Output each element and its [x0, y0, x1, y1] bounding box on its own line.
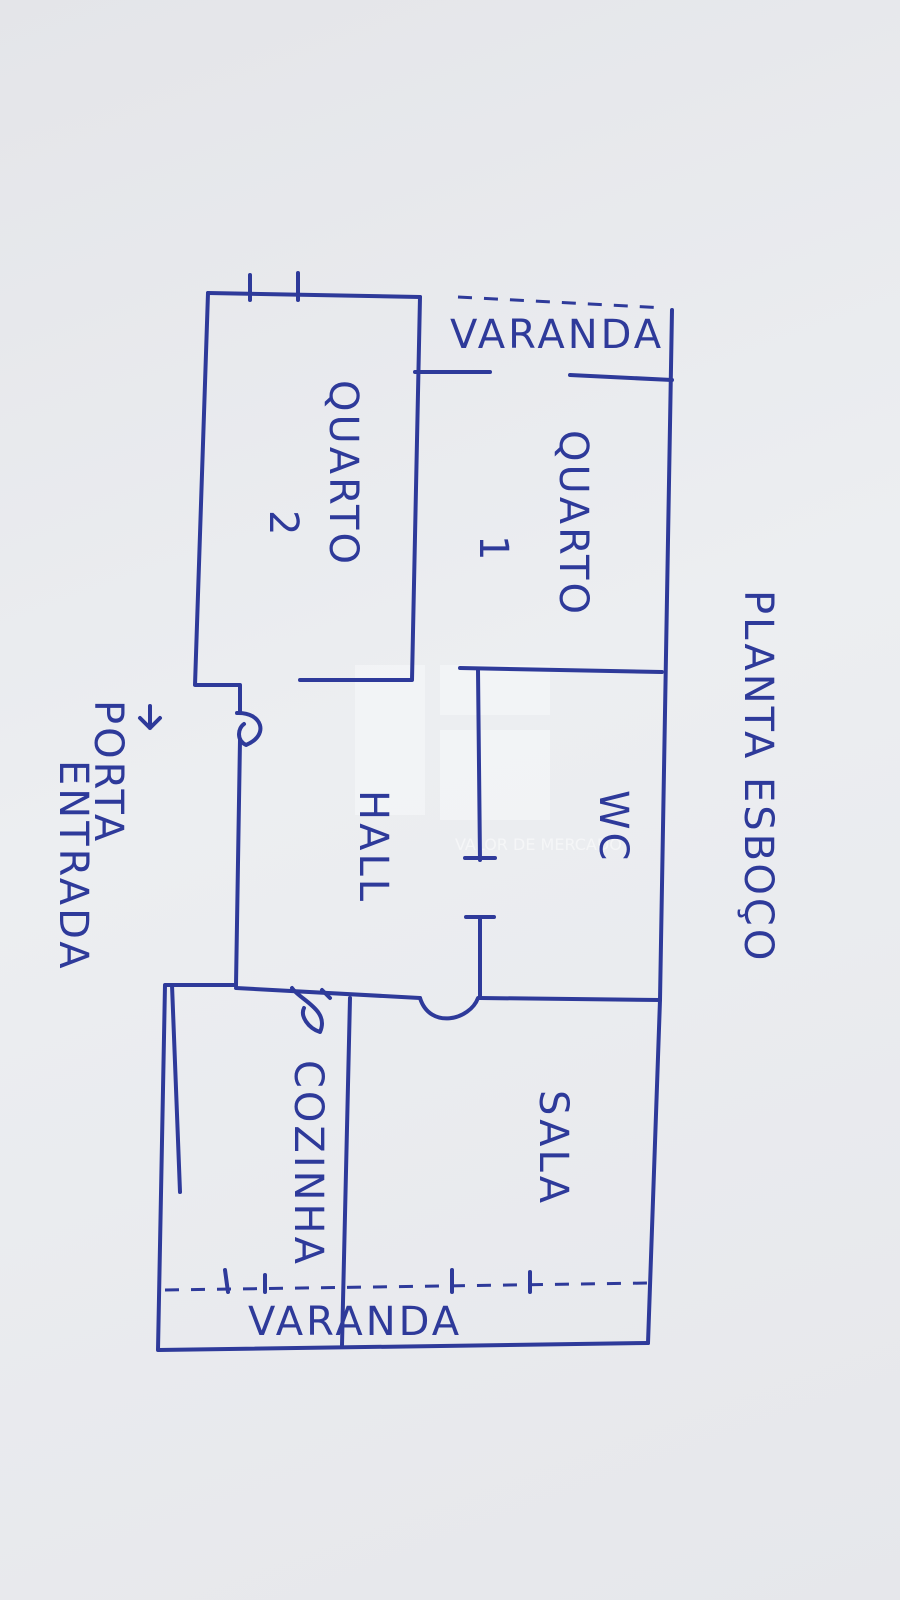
- varanda-top-label: VARANDA: [450, 312, 664, 358]
- door-marks: [138, 271, 532, 1294]
- quarto-2-label: QUARTO: [320, 380, 366, 567]
- quarto-2-label-group: QUARTO 2: [260, 380, 366, 567]
- watermark-text: VALOR DE MERCADO: [455, 835, 622, 854]
- quarto-1-number: 1: [470, 535, 516, 563]
- entrance-note: PORTA ENTRADA: [50, 700, 131, 972]
- cozinha-label: COZINHA: [285, 1060, 331, 1267]
- wc-label: WC: [590, 790, 636, 863]
- quarto-1-label: QUARTO: [550, 430, 596, 617]
- hall-label: HALL: [350, 790, 396, 904]
- watermark-logo: VALOR DE MERCADO: [355, 665, 622, 854]
- entrance-line-1: PORTA: [85, 700, 131, 844]
- sheet-title: PLANTA ESBOÇO: [735, 590, 781, 963]
- entrance-line-2: ENTRADA: [50, 760, 96, 972]
- varanda-bottom-label: VARANDA: [248, 1299, 462, 1345]
- sala-label: SALA: [530, 1090, 576, 1206]
- floor-plan-walls: [156, 291, 674, 1352]
- quarto-1-label-group: QUARTO 1: [470, 430, 596, 617]
- quarto-2-number: 2: [260, 510, 306, 538]
